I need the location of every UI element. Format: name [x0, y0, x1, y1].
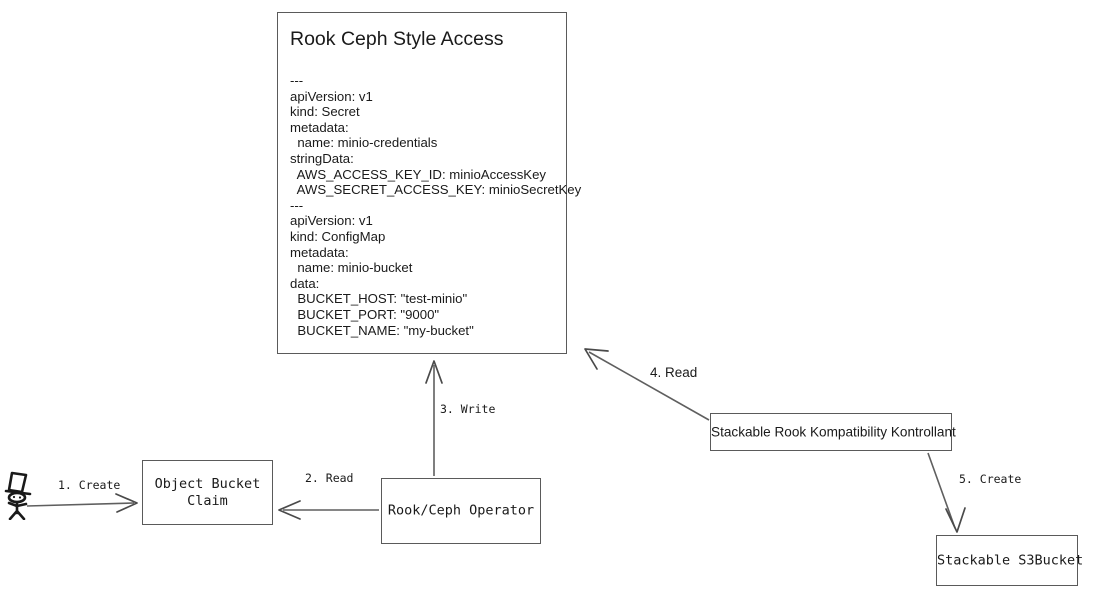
- stackable-rook-kompatibility-kontrollant-label: Stackable Rook Kompatibility Kontrollant: [711, 424, 956, 440]
- rook-ceph-style-access-yaml: --- apiVersion: v1 kind: Secret metadata…: [290, 73, 582, 338]
- rook-ceph-operator-box[interactable]: Rook/Ceph Operator: [381, 478, 541, 544]
- edge-label-2-read: 2. Read: [305, 471, 354, 485]
- actor-legs-icon: [8, 509, 26, 520]
- actor-stick-figure-icon: [4, 471, 32, 520]
- rook-ceph-style-access-box[interactable]: Rook Ceph Style Access --- apiVersion: v…: [277, 12, 582, 354]
- rook-ceph-operator-label: Rook/Ceph Operator: [387, 502, 535, 519]
- stackable-s3bucket-box[interactable]: Stackable S3Bucket: [936, 535, 1084, 586]
- stackable-s3bucket-label: Stackable S3Bucket: [937, 552, 1084, 568]
- actor-hat-icon: [4, 471, 32, 496]
- actor-eye-left-icon: [12, 495, 16, 499]
- edge-label-4-read: 4. Read: [650, 365, 698, 380]
- actor-head-icon: [7, 491, 27, 504]
- edge-5-create: [927, 452, 966, 533]
- edge-label-3-write: 3. Write: [440, 402, 496, 416]
- edge-2-read: [278, 500, 379, 520]
- edge-label-5-create: 5. Create: [959, 472, 1022, 486]
- actor-arms-icon: [7, 501, 28, 508]
- edge-label-1-create: 1. Create: [58, 478, 121, 492]
- object-bucket-claim-label: Object Bucket Claim: [154, 475, 261, 509]
- edge-3-write: [425, 360, 443, 476]
- stackable-rook-kompatibility-kontrollant-box[interactable]: Stackable Rook Kompatibility Kontrollant: [710, 413, 956, 451]
- edge-4-read: [584, 348, 710, 421]
- edge-1-create: [26, 493, 138, 513]
- object-bucket-claim-box[interactable]: Object Bucket Claim: [142, 460, 273, 525]
- actor-eye-right-icon: [18, 496, 22, 499]
- rook-ceph-style-access-title: Rook Ceph Style Access: [290, 28, 504, 50]
